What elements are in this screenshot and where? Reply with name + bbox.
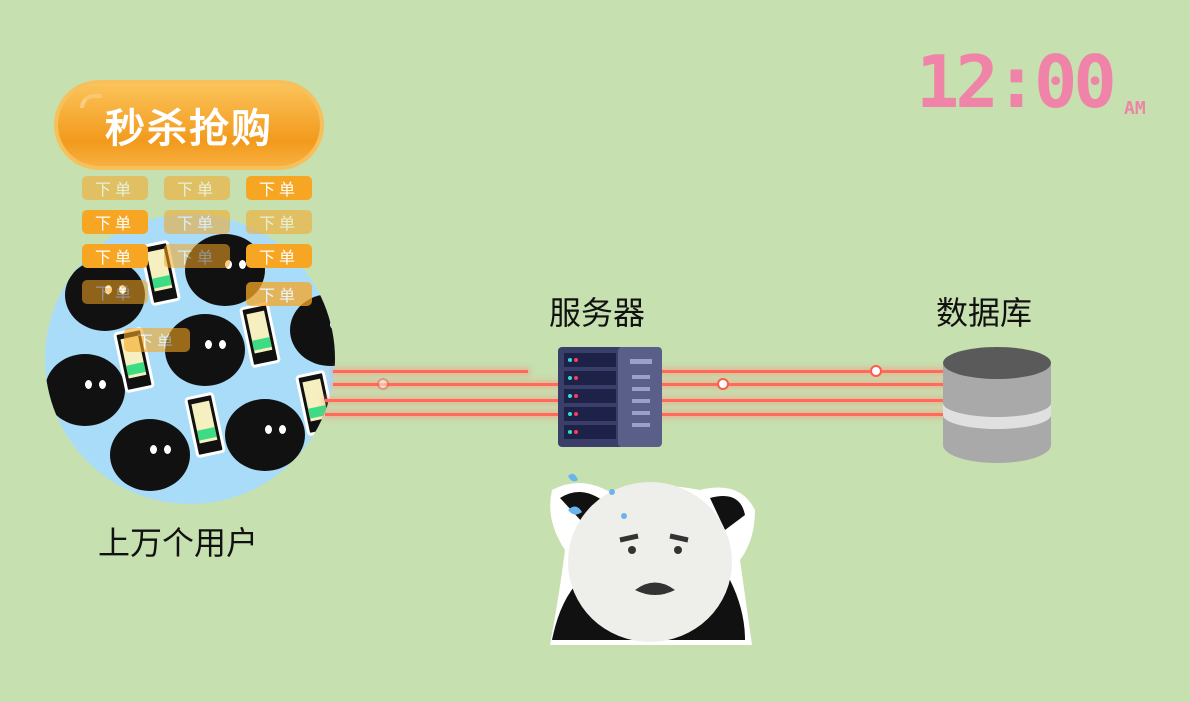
database-icon [943, 347, 1051, 463]
order-badge: 下单 [246, 282, 312, 306]
request-line [333, 370, 528, 373]
clock-time: 12:00 [916, 40, 1117, 124]
server-label: 服务器 [549, 294, 646, 332]
panda-sweating-meme [550, 473, 755, 645]
request-dot [717, 378, 729, 390]
user-avatar [225, 399, 305, 471]
order-badge: 下单 [124, 328, 190, 352]
user-avatar [110, 419, 190, 491]
order-badge: 下单 [246, 176, 312, 200]
server-icon [558, 347, 662, 447]
clock-period: AM [1124, 98, 1146, 119]
order-badge: 下单 [246, 210, 312, 234]
user-avatar [45, 354, 125, 426]
request-line [660, 399, 945, 402]
request-line [333, 383, 563, 386]
user-avatar [165, 314, 245, 386]
flash-sale-badge: 秒杀抢购 [58, 84, 320, 166]
request-line [660, 413, 945, 416]
request-line [660, 383, 945, 386]
request-dot [377, 378, 389, 390]
order-badge: 下单 [164, 210, 230, 234]
database-label: 数据库 [936, 294, 1033, 332]
order-badge: 下单 [82, 280, 148, 304]
order-badge: 下单 [246, 244, 312, 268]
flash-sale-title: 秒杀抢购 [105, 106, 273, 152]
request-line [660, 370, 945, 373]
phone-icon [238, 301, 282, 369]
order-badge: 下单 [82, 244, 148, 268]
request-line [325, 399, 565, 402]
users-label: 上万个用户 [98, 524, 259, 562]
request-line [325, 413, 565, 416]
phone-icon [183, 391, 227, 459]
order-badge: 下单 [82, 176, 148, 200]
order-badge: 下单 [164, 176, 230, 200]
request-dot [870, 365, 882, 377]
order-badge: 下单 [82, 210, 148, 234]
order-badge: 下单 [164, 244, 230, 268]
shine-highlight [80, 94, 102, 108]
